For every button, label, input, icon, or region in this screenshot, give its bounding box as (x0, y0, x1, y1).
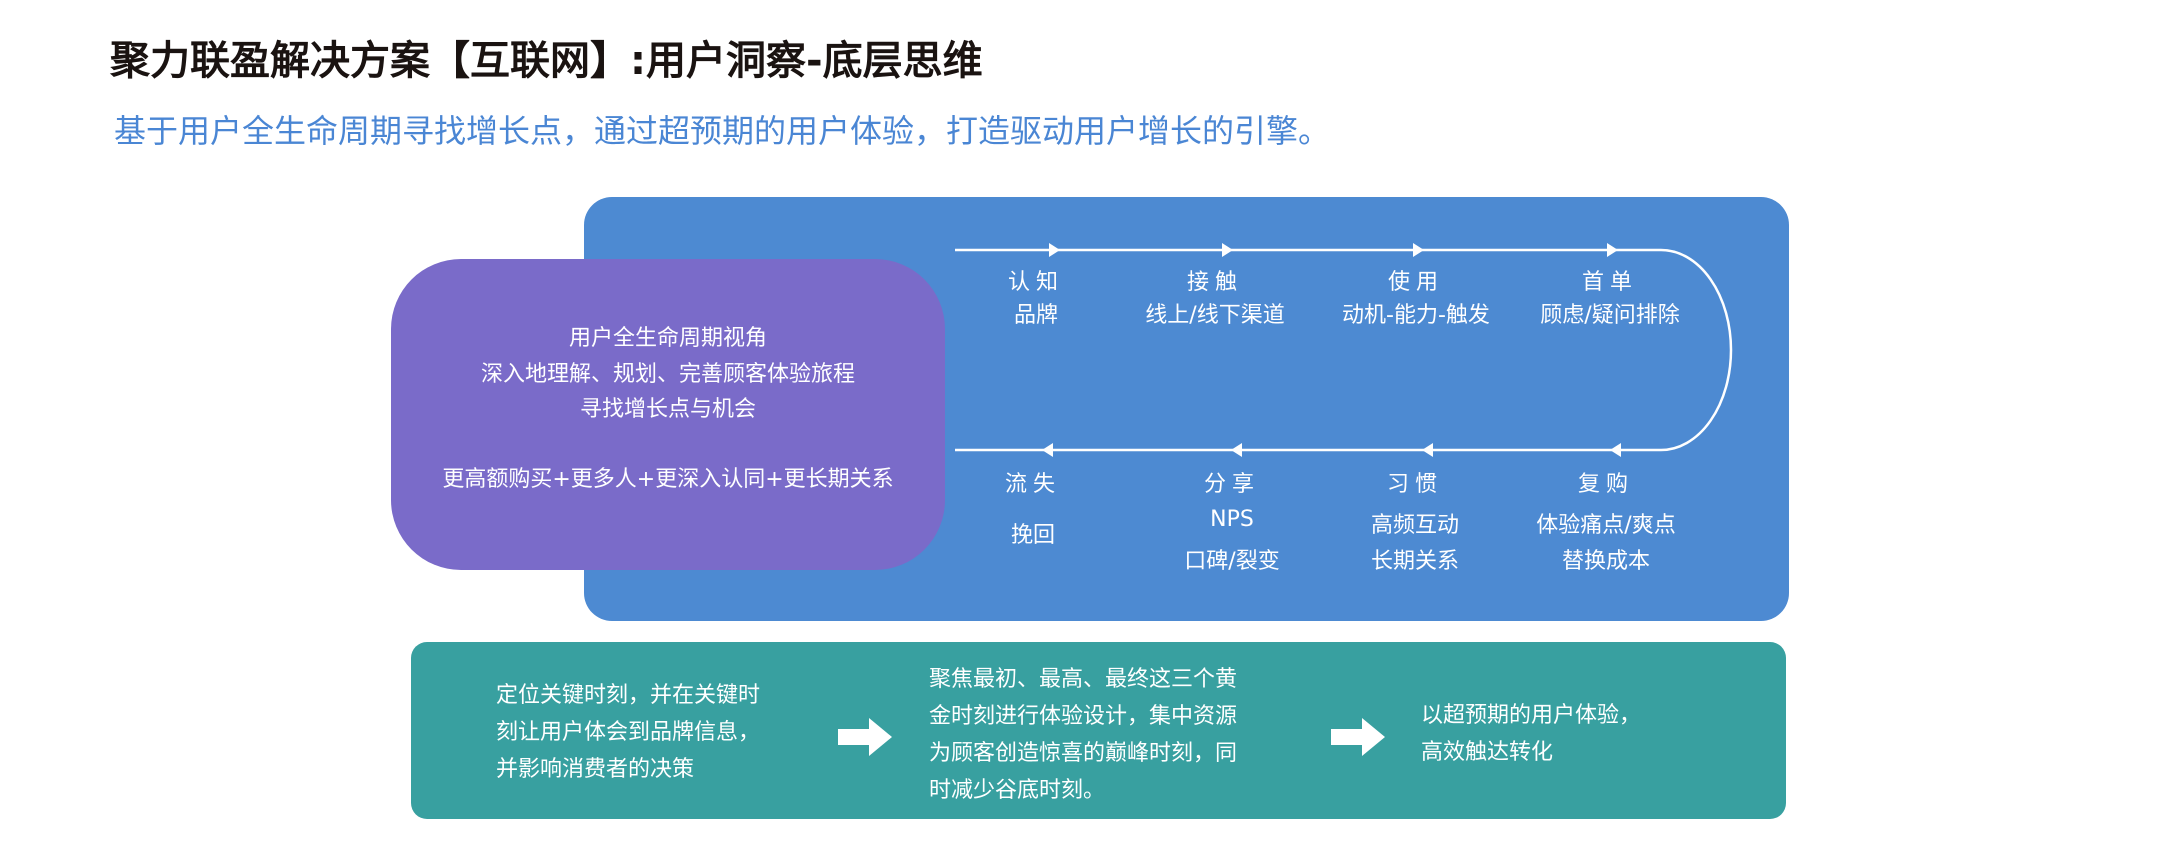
stage-awareness: 认知 (1007, 270, 1065, 295)
page-title: 聚力联盈解决方案【互联网】:用户洞察-底层思维 (110, 38, 983, 84)
perspective-line: 深入地理解、规划、完善顾客体验旅程 (480, 362, 855, 387)
stage-repurchase: 复购 (1577, 472, 1635, 497)
text-line: 为顾客创造惊喜的巅峰时刻，同 (929, 741, 1238, 766)
key-moments-text-3: 以超预期的用户体验， 高效触达转化 (1421, 697, 1641, 771)
text-line: 金时刻进行体验设计，集中资源 (929, 704, 1238, 729)
stage-desc: 线上/线下渠道 (1145, 303, 1285, 328)
stage-churn: 流失 (1004, 472, 1062, 497)
arrow-right-icon (1222, 243, 1233, 257)
perspective-line: 寻找增长点与机会 (579, 397, 756, 422)
stage-desc: 替换成本 (1561, 549, 1651, 574)
text-line: 聚焦最初、最高、最终这三个黄 (929, 667, 1238, 692)
text-line: 时减少谷底时刻。 (929, 778, 1106, 803)
text-line: 以超预期的用户体验， (1421, 703, 1642, 728)
perspective-summary: 更高额购买+更多人+更深入认同+更长期关系 (442, 467, 894, 492)
stage-desc: 高频互动 (1370, 513, 1460, 538)
loop-path (955, 248, 1733, 452)
stage-share: 分享 (1203, 472, 1261, 497)
stage-desc: NPS (1210, 507, 1254, 532)
text-line: 高效触达转化 (1421, 740, 1554, 765)
arrow-right-icon (1331, 718, 1385, 756)
stage-first-order: 首单 (1581, 270, 1639, 295)
lifecycle-perspective-box (391, 259, 945, 570)
stage-desc: 口碑/裂变 (1184, 549, 1280, 574)
arrow-right-icon (1607, 243, 1618, 257)
text-line: 刻让用户体会到品牌信息， (496, 720, 761, 745)
stage-desc: 长期关系 (1370, 549, 1460, 574)
stage-desc: 顾虑/疑问排除 (1540, 303, 1680, 328)
arrow-left-icon (1422, 443, 1433, 457)
key-moments-text-1: 定位关键时刻，并在关键时 刻让用户体会到品牌信息， 并影响消费者的决策 (496, 677, 760, 788)
stage-contact: 接触 (1186, 270, 1244, 295)
text-line: 并影响消费者的决策 (496, 757, 695, 782)
stage-usage: 使用 (1387, 270, 1445, 295)
text-line: 定位关键时刻，并在关键时 (496, 683, 761, 708)
stage-desc: 挽回 (1010, 523, 1056, 548)
stage-desc: 动机-能力-触发 (1342, 303, 1490, 328)
key-moments-panel (411, 642, 1786, 819)
arrow-left-icon (1042, 443, 1053, 457)
stage-habit: 习惯 (1386, 472, 1444, 497)
arrow-right-icon (1413, 243, 1424, 257)
arrow-right-icon (838, 718, 892, 756)
stage-desc: 体验痛点/爽点 (1536, 513, 1676, 538)
key-moments-text-2: 聚焦最初、最高、最终这三个黄 金时刻进行体验设计，集中资源 为顾客创造惊喜的巅峰… (929, 661, 1237, 809)
arrow-right-icon (1049, 243, 1060, 257)
arrow-left-icon (1231, 443, 1242, 457)
stage-desc: 品牌 (1013, 303, 1059, 328)
perspective-line: 用户全生命周期视角 (568, 326, 767, 351)
page-subtitle: 基于用户全生命周期寻找增长点，通过超预期的用户体验，打造驱动用户增长的引擎。 (114, 112, 1331, 150)
arrow-left-icon (1610, 443, 1621, 457)
